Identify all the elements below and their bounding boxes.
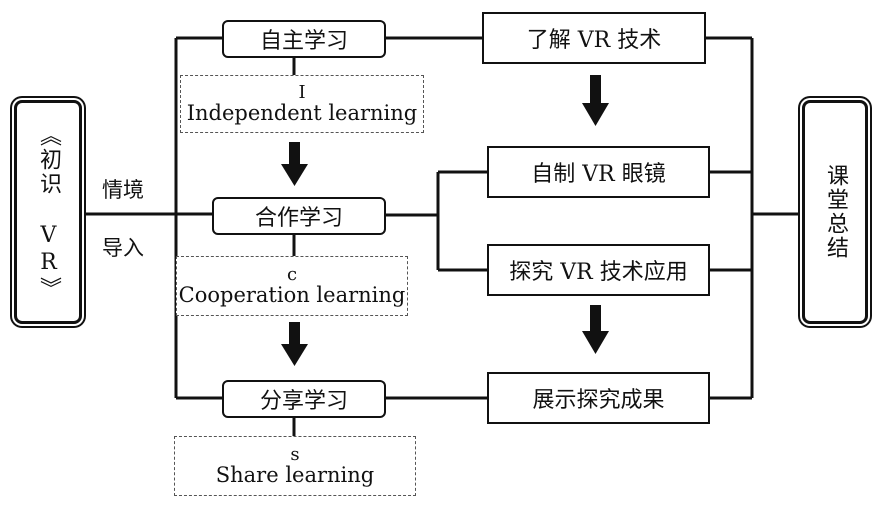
- stage-letter: c: [286, 263, 298, 285]
- end-node: 课堂总结: [802, 100, 868, 324]
- activity-understand-vr: 了解 VR 技术: [482, 12, 706, 64]
- stage-independent-learning: 自主学习: [222, 20, 386, 58]
- stage-title: 合作学习: [254, 206, 343, 231]
- down-arrow-icon: [281, 322, 308, 366]
- stage-title: 分享学习: [259, 389, 348, 414]
- stage-english-box: c Cooperation learning: [176, 256, 408, 316]
- activity-label: 了解 VR 技术: [526, 28, 662, 53]
- activity-label: 展示探究成果: [532, 388, 665, 413]
- stage-english-box: s Share learning: [174, 436, 416, 496]
- start-node-label: 《初识 VR》: [36, 123, 61, 301]
- stage-cooperation-learning: 合作学习: [212, 197, 386, 235]
- stage-letter: I: [298, 81, 306, 103]
- activity-make-vr-glasses: 自制 VR 眼镜: [487, 146, 710, 198]
- activity-explore-vr-applications: 探究 VR 技术应用: [487, 244, 710, 296]
- intro-label-line1: 情境: [102, 178, 144, 202]
- start-node: 《初识 VR》: [14, 100, 82, 324]
- down-arrow-icon: [582, 75, 609, 126]
- stage-english-label: Cooperation learning: [178, 283, 406, 308]
- end-node-label: 课堂总结: [823, 164, 848, 260]
- activity-show-results: 展示探究成果: [487, 372, 710, 424]
- activity-label: 探究 VR 技术应用: [509, 260, 688, 285]
- activity-label: 自制 VR 眼镜: [531, 162, 666, 187]
- stage-english-label: Share learning: [215, 463, 375, 488]
- stage-letter: s: [290, 443, 300, 465]
- down-arrow-icon: [281, 142, 308, 186]
- stage-share-learning: 分享学习: [222, 380, 386, 418]
- stage-english-label: Independent learning: [186, 101, 418, 126]
- stage-english-box: I Independent learning: [180, 75, 424, 133]
- stage-title: 自主学习: [259, 29, 348, 54]
- down-arrow-icon: [582, 305, 609, 354]
- intro-label-line2: 导入: [102, 236, 144, 260]
